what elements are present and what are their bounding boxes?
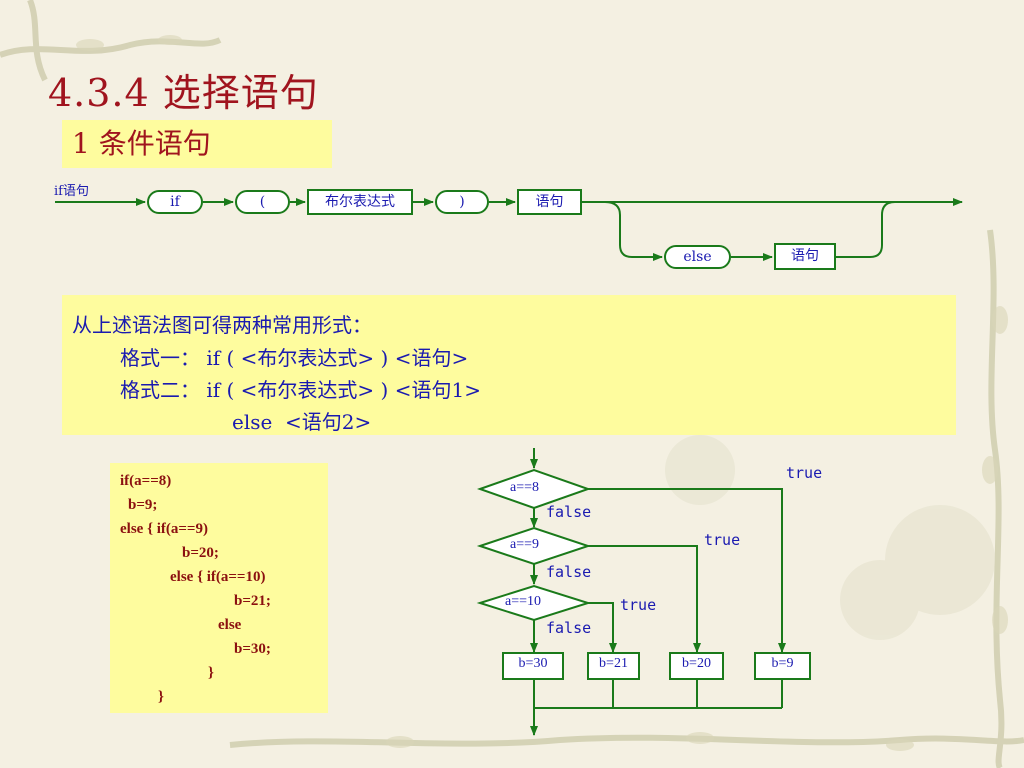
- leaf-decoration: [76, 35, 1008, 751]
- else-statement-node: 语句: [774, 243, 836, 270]
- code-line: else: [218, 617, 242, 633]
- code-line: if(a==8): [120, 473, 172, 489]
- output-b-30: b=30: [518, 656, 548, 671]
- form-two-else: else <语句2>: [232, 410, 372, 434]
- page-title: 4.3.4 选择语句: [48, 71, 319, 115]
- section-subtitle: 1 条件语句: [62, 120, 332, 168]
- condition-a-eq-9: a==9: [510, 537, 540, 552]
- syntax-diagram-lines: [55, 198, 963, 261]
- right-paren-node: ): [435, 190, 489, 214]
- output-b-20: b=20: [682, 656, 711, 671]
- output-b-21: b=21: [599, 656, 628, 671]
- condition-a-eq-10: a==10: [505, 594, 542, 609]
- code-box: if(a==8) b=9; else { if(a==9) b=20; else…: [110, 463, 328, 713]
- code-line: b=9;: [128, 497, 158, 513]
- code-line: else { if(a==10): [170, 569, 266, 585]
- form-two: 格式二： if ( <布尔表达式> ) <语句1>: [120, 378, 481, 402]
- code-line: b=20;: [182, 545, 219, 561]
- false-label: false: [546, 563, 592, 581]
- code-line: }: [208, 665, 214, 681]
- statement-node: 语句: [517, 189, 582, 215]
- forms-intro: 从上述语法图可得两种常用形式：: [72, 313, 372, 337]
- false-label: false: [546, 503, 592, 521]
- flower-decoration: [665, 435, 995, 640]
- boolean-expression-node: 布尔表达式: [307, 189, 413, 215]
- form-one: 格式一： if ( <布尔表达式> ) <语句>: [120, 346, 469, 370]
- left-paren-node: (: [235, 190, 290, 214]
- false-label: false: [546, 619, 592, 637]
- code-line: b=30;: [234, 641, 271, 657]
- output-b-9: b=9: [771, 656, 794, 671]
- true-label: true: [704, 531, 741, 549]
- forms-box: 从上述语法图可得两种常用形式： 格式一： if ( <布尔表达式> ) <语句>…: [62, 295, 956, 435]
- if-keyword-node: if: [147, 190, 203, 214]
- condition-a-eq-8: a==8: [510, 480, 540, 495]
- true-label: true: [620, 596, 657, 614]
- true-label: true: [786, 464, 823, 482]
- else-keyword-node: else: [664, 245, 731, 269]
- code-line: else { if(a==9): [120, 521, 208, 537]
- code-line: }: [158, 689, 164, 705]
- syntax-diagram-label: if语句: [54, 184, 89, 199]
- code-line: b=21;: [234, 593, 271, 609]
